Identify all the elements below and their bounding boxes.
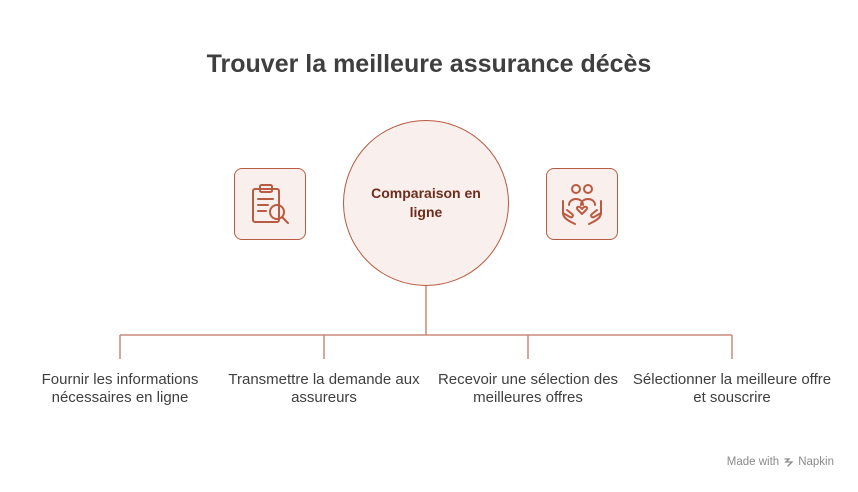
made-with-text: Made with xyxy=(726,456,780,468)
step-4-label: Sélectionner la meilleure offre et sousc… xyxy=(632,371,832,406)
clipboard-search-icon xyxy=(252,184,289,224)
step-3-label: Recevoir une sélection des meilleures of… xyxy=(437,371,619,406)
step-1-label: Fournir les informations nécessaires en … xyxy=(41,371,199,406)
made-with-badge[interactable]: Made with Napkin xyxy=(727,456,834,468)
napkin-logo-icon xyxy=(784,458,794,467)
family-care-icon xyxy=(562,184,602,225)
napkin-brand: Napkin xyxy=(783,456,834,468)
hub-circle: Comparaison en ligne xyxy=(343,120,509,286)
step-2-label: Transmettre la demande aux assureurs xyxy=(228,371,420,406)
diagram-title: Trouver la meilleure assurance décès xyxy=(206,50,652,78)
family-care-icon-box xyxy=(546,168,618,240)
napkin-brand-label: Napkin xyxy=(798,456,834,468)
hub-label: Comparaison en ligne xyxy=(371,185,481,220)
clipboard-search-icon-box xyxy=(234,168,306,240)
